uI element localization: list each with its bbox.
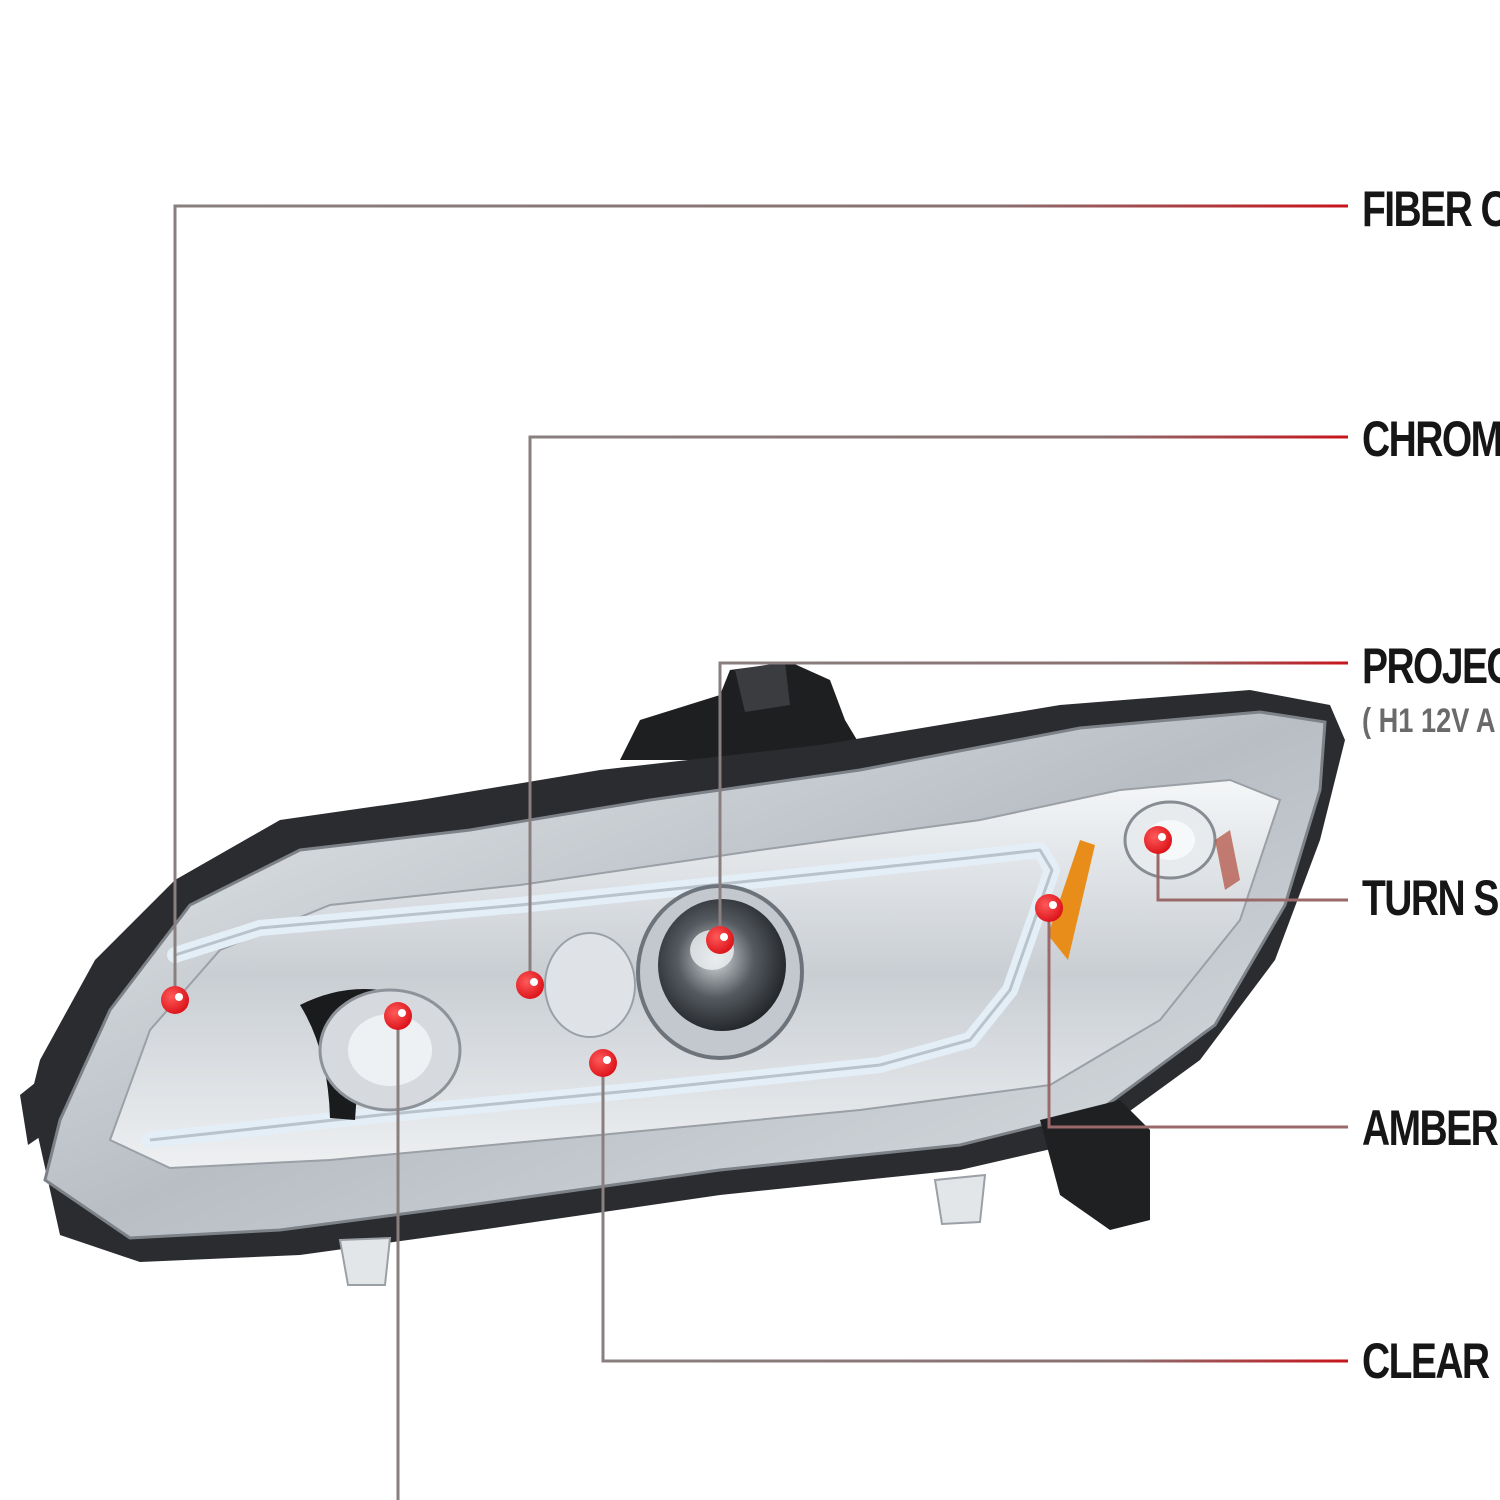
marker-turn-signal: [1144, 826, 1172, 854]
marker-clear-lens: [589, 1049, 617, 1077]
leader-line-turn-signal: [1156, 840, 1348, 902]
marker-amber: [1035, 894, 1063, 922]
leader-line-chrome: [528, 435, 1348, 985]
marker-projector: [706, 926, 734, 954]
leader-line-projector: [718, 661, 1348, 940]
callout-label-fiber-optic: FIBER O: [1362, 181, 1500, 237]
callout-label-projector: PROJEC: [1362, 638, 1500, 694]
callout-label-turn-signal: TURN S: [1362, 870, 1499, 926]
leader-lines: [173, 204, 1348, 1500]
callout-label-clear-lens: CLEAR I: [1362, 1333, 1500, 1389]
leader-line-amber: [1047, 908, 1348, 1129]
leader-line-fiber-optic: [173, 204, 1348, 1000]
callout-label-chrome: CHROM: [1362, 411, 1500, 467]
marker-chrome: [516, 971, 544, 999]
markers: [161, 826, 1172, 1077]
headlight-image: [20, 662, 1345, 1286]
leader-line-clear-lens: [601, 1063, 1348, 1363]
marker-low-beam: [384, 1002, 412, 1030]
mount-bracket: [620, 662, 860, 760]
callout-label-amber: AMBER: [1362, 1100, 1499, 1156]
amber-reflector: [1048, 840, 1095, 960]
marker-fiber-optic: [161, 986, 189, 1014]
callout-sublabel-projector: ( H1 12V A: [1362, 702, 1496, 740]
